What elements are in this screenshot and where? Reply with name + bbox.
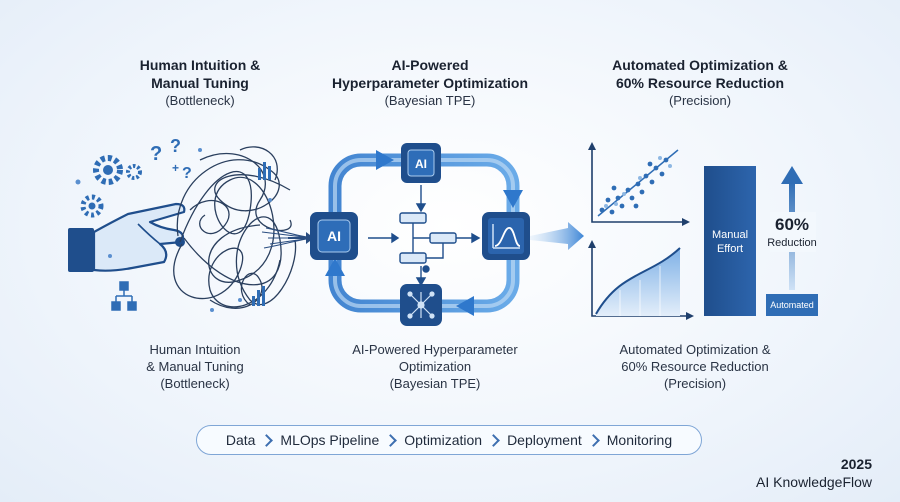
heading-automated-sub: (Precision) xyxy=(668,93,732,108)
heading-automated-line2: 60% Resource Reduction xyxy=(615,75,785,91)
caption-ai-line2: Optimization xyxy=(398,359,472,374)
footer-brand-name: AI KnowledgeFlow xyxy=(756,474,872,490)
hand-icon xyxy=(68,202,186,272)
heading-ai-sub: (Bayesian TPE) xyxy=(384,93,476,108)
manual-bar-label-line2: Effort xyxy=(717,243,743,255)
chip-label-left: AI xyxy=(327,228,341,244)
question-mark-icon: ? ? ? + xyxy=(150,136,192,182)
chevron-right-icon xyxy=(586,433,600,447)
caption-automated-line1: Automated Optimization & xyxy=(619,342,771,357)
footer-brand: 2025 AI KnowledgeFlow xyxy=(756,455,872,491)
chart-output-icon xyxy=(482,212,530,260)
heading-manual: Human Intuition & Manual Tuning (Bottlen… xyxy=(95,56,305,110)
neural-network-icon xyxy=(400,284,442,326)
output-beam-arrow xyxy=(530,222,584,250)
svg-text:?: ? xyxy=(150,143,162,165)
pipeline-step-optimization: Optimization xyxy=(404,432,483,448)
pipeline-step-data: Data xyxy=(225,432,256,448)
heading-ai: AI-Powered Hyperparameter Optimization (… xyxy=(315,56,545,110)
manual-effort-bar: Manual Effort xyxy=(704,166,756,316)
caption-manual-line2: & Manual Tuning xyxy=(146,359,244,374)
reduction-label: Reduction xyxy=(767,237,817,249)
ai-chip-top: AI xyxy=(401,143,441,183)
pipeline-step-monitoring: Monitoring xyxy=(606,432,673,448)
footer-year: 2025 xyxy=(840,456,872,472)
pipeline-step-deployment: Deployment xyxy=(507,432,582,448)
caption-manual-line1: Human Intuition xyxy=(149,342,241,357)
manual-bar-label-line1: Manual xyxy=(712,229,748,241)
scatter-plot-icon xyxy=(588,142,690,226)
heading-manual-sub: (Bottleneck) xyxy=(165,93,235,108)
tangled-strings xyxy=(173,146,297,309)
caption-manual: Human Intuition & Manual Tuning (Bottlen… xyxy=(115,341,275,392)
svg-text:+: + xyxy=(172,161,179,175)
heading-automated-line1: Automated Optimization & xyxy=(612,57,788,73)
svg-text:?: ? xyxy=(182,165,192,182)
heading-manual-line1: Human Intuition & xyxy=(139,57,261,73)
reduction-label-backdrop xyxy=(770,212,816,252)
caption-ai-line3: (Bayesian TPE) xyxy=(389,376,481,391)
gear-icon xyxy=(80,155,142,218)
caption-ai-line1: AI-Powered Hyperparameter xyxy=(352,342,518,357)
chip-label-top: AI xyxy=(415,157,427,171)
chevron-right-icon xyxy=(260,433,274,447)
growth-curve-icon xyxy=(588,240,694,320)
mini-bar-chart-icon xyxy=(252,162,271,306)
heading-ai-line2: Hyperparameter Optimization xyxy=(331,75,529,91)
caption-manual-line3: (Bottleneck) xyxy=(160,376,230,391)
chevron-right-icon xyxy=(384,433,398,447)
heading-ai-line1: AI-Powered xyxy=(391,57,469,73)
heading-automated: Automated Optimization & 60% Resource Re… xyxy=(580,56,820,110)
pipeline-step-mlops: MLOps Pipeline xyxy=(280,432,380,448)
svg-text:?: ? xyxy=(170,136,181,156)
caption-automated-line2: 60% Resource Reduction xyxy=(621,359,769,374)
network-node-icon xyxy=(111,281,137,311)
ai-chip-left: AI xyxy=(310,212,358,260)
flowchart-icon xyxy=(368,185,481,287)
automated-bar-label: Automated xyxy=(770,300,814,310)
caption-automated: Automated Optimization & 60% Resource Re… xyxy=(585,341,805,392)
reduction-value: 60% xyxy=(775,215,809,234)
pipeline-breadcrumb: Data MLOps Pipeline Optimization Deploym… xyxy=(196,425,702,455)
caption-ai: AI-Powered Hyperparameter Optimization (… xyxy=(325,341,545,392)
decorative-dots xyxy=(75,148,272,312)
heading-manual-line2: Manual Tuning xyxy=(151,75,249,91)
caption-automated-line3: (Precision) xyxy=(663,376,727,391)
automated-bar: Automated xyxy=(766,294,818,316)
chevron-right-icon xyxy=(487,433,500,447)
